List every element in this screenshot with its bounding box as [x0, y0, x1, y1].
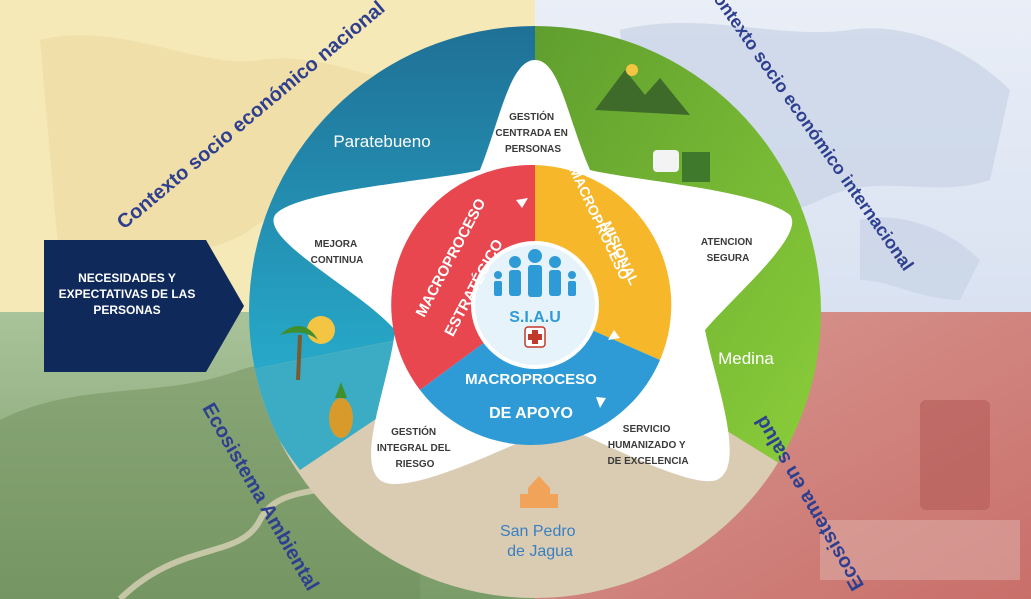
- center-circle: [471, 241, 599, 369]
- pineapple-icon: [329, 382, 353, 438]
- cycle-arrow-1-icon: [516, 198, 528, 208]
- center-label-siau: S.I.A.U: [509, 309, 561, 326]
- segment-estrategico: [391, 164, 535, 390]
- star-label-bottom-right: SERVICIO HUMANIZADO Y DE EXCELENCIA: [607, 424, 688, 467]
- macro-apoyo-line1: MACROPROCESO: [465, 371, 597, 388]
- star-label-top: GESTIÓN CENTRADA EN PERSONAS: [495, 110, 570, 155]
- family-icon: [494, 249, 576, 297]
- cycle-arrow-2-icon: [608, 330, 620, 340]
- cattle-icon: [653, 150, 710, 182]
- needs-text: NECESIDADES Y EXPECTATIVAS DE LAS PERSON…: [52, 270, 202, 318]
- star-label-left: MEJORA CONTINUA: [311, 239, 364, 266]
- cycle-arrow-3-icon: [596, 397, 606, 408]
- needs-arrow-box: [44, 240, 244, 372]
- map-national-shape: [40, 35, 430, 270]
- palm-sun-icon: [280, 316, 335, 381]
- location-sanpedro: San Pedro de Jagua: [500, 523, 580, 560]
- needs-line-2: EXPECTATIVAS DE LAS: [58, 287, 196, 301]
- mountain-icon: [595, 64, 690, 115]
- star-label-right: ATENCION SEGURA: [701, 237, 755, 264]
- needs-line-3: PERSONAS: [93, 303, 161, 317]
- bed-shape: [820, 520, 1020, 580]
- monitor-shape: [920, 400, 990, 510]
- church-icon: [520, 476, 558, 508]
- needs-line-1: NECESIDADES Y: [78, 271, 176, 285]
- location-medina: Medina: [718, 349, 774, 368]
- star-label-bottom-left: GESTIÓN INTEGRAL DEL RIESGO: [377, 425, 453, 470]
- macro-apoyo-line2: DE APOYO: [489, 405, 573, 422]
- map-australia-shape: [860, 217, 980, 300]
- siau-logo-icon: [524, 326, 546, 348]
- location-paratebueno: Paratebueno: [333, 132, 430, 151]
- segment-apoyo: [420, 305, 660, 446]
- inner-circle: [391, 164, 672, 446]
